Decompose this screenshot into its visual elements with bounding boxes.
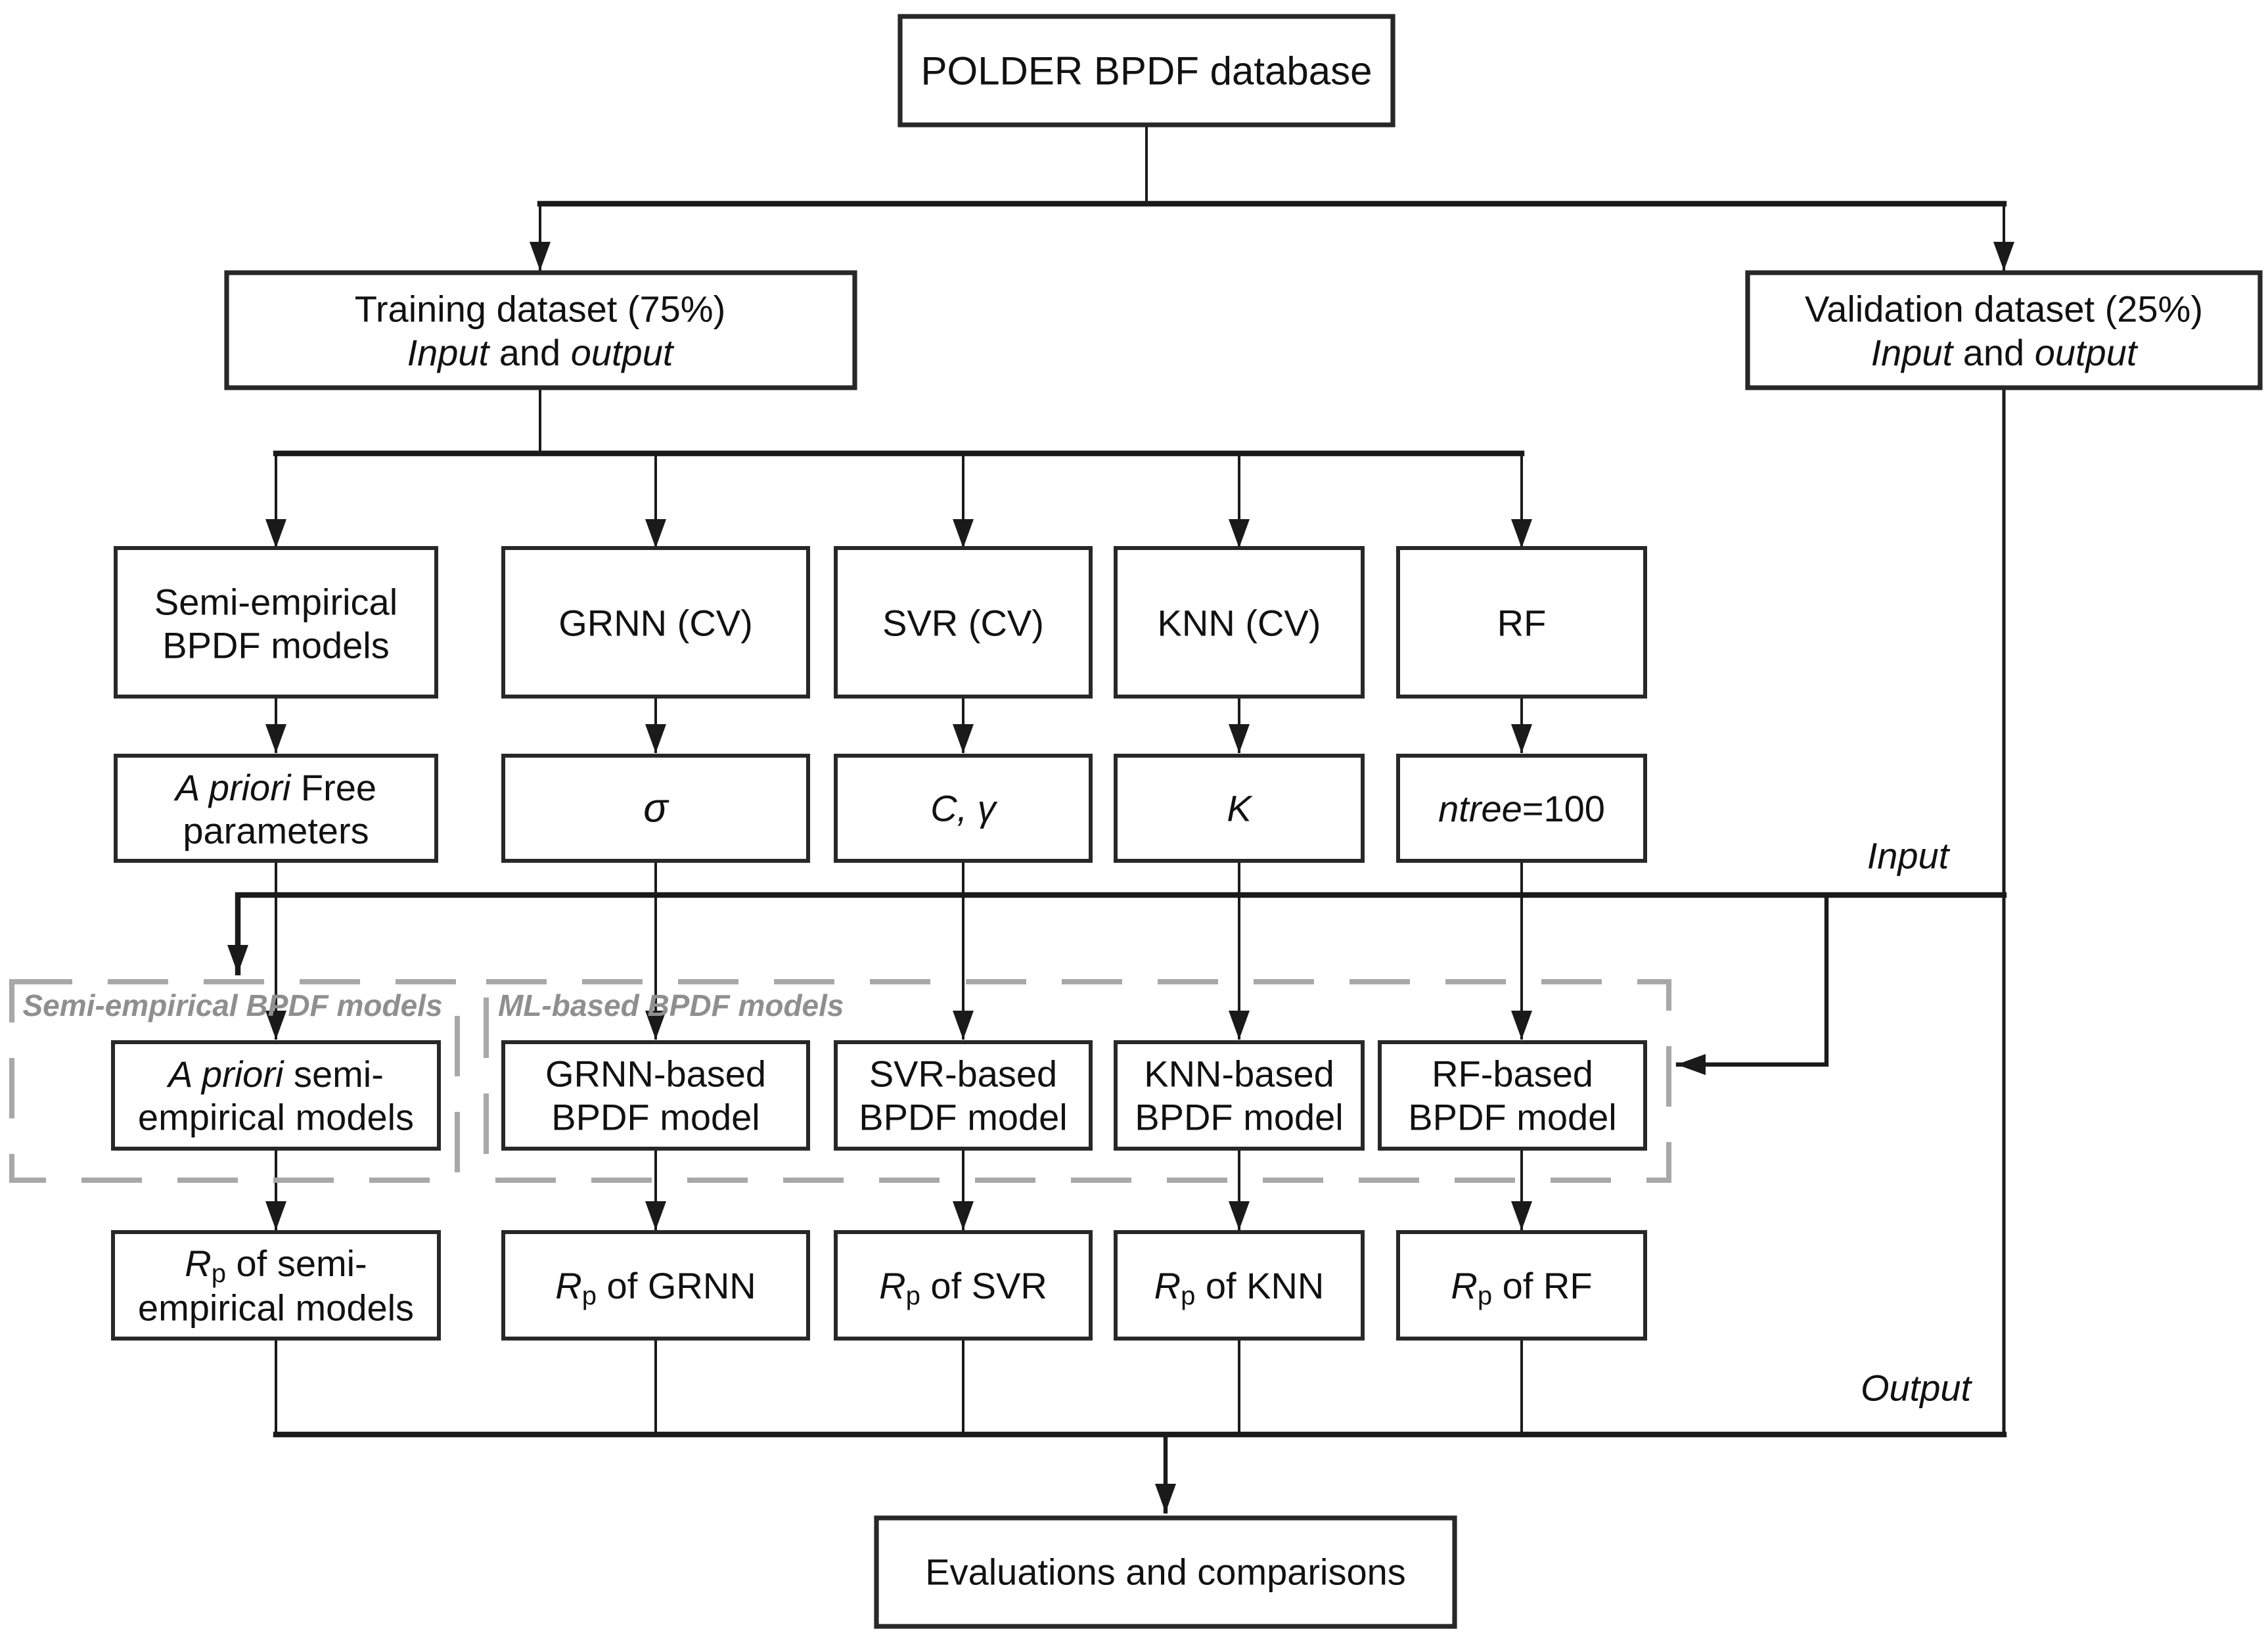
training-dataset-box (224, 270, 857, 390)
knn-param-label: K (1227, 788, 1253, 829)
knn-model-box (1114, 1040, 1365, 1151)
knn-model-line1: KNN-based (1144, 1053, 1334, 1095)
semi-empirical-model-box (111, 1040, 441, 1151)
semi-empirical-model-line1: A priori semi- (166, 1053, 384, 1095)
flowchart-nodes: POLDER BPDF database Training dataset (7… (111, 14, 2263, 1629)
rp-svr-box (834, 1230, 1093, 1341)
semi-empirical-method-line2: BPDF models (162, 625, 389, 666)
semi-empirical-method-box (114, 546, 438, 699)
rp-semi-empirical-box (111, 1230, 441, 1341)
semi-empirical-params-box (114, 754, 438, 863)
validation-dataset-line1: Validation dataset (25%) (1805, 288, 2203, 330)
validation-dataset-line2: Input and output (1871, 332, 2139, 373)
knn-method-label: KNN (CV) (1158, 603, 1321, 644)
semi-empirical-group-label: Semi-empirical BPDF models (22, 988, 442, 1022)
database-box-label: POLDER BPDF database (921, 49, 1372, 93)
rf-model-line1: RF-based (1432, 1053, 1593, 1095)
grnn-method-label: GRNN (CV) (558, 603, 753, 644)
group-containers: Semi-empirical BPDF models ML-based BPDF… (9, 979, 1671, 1183)
svr-model-line2: BPDF model (859, 1097, 1067, 1138)
arrow-input-to-ml-models (1675, 892, 1829, 1075)
evaluations-box-label: Evaluations and comparisons (925, 1551, 1406, 1593)
rp-svr-label: Rp of SVR (879, 1265, 1047, 1311)
grnn-method-box (501, 546, 810, 699)
validation-dataset-box (1745, 270, 2263, 390)
semi-empirical-group-box (9, 979, 460, 1183)
knn-param-box (1114, 754, 1365, 863)
rf-method-box (1396, 546, 1647, 699)
svr-model-box (834, 1040, 1093, 1151)
semi-empirical-method-line1: Semi-empirical (154, 582, 397, 623)
svr-param-box (834, 754, 1093, 863)
grnn-param-box (501, 754, 810, 863)
svr-param-label: C, γ (930, 788, 998, 829)
rf-model-line2: BPDF model (1408, 1097, 1616, 1138)
rp-semi-empirical-line1: Rp of semi- (185, 1243, 367, 1289)
semi-empirical-model-line2: empirical models (138, 1097, 414, 1138)
evaluations-box (874, 1515, 1457, 1629)
rp-knn-label: Rp of KNN (1154, 1265, 1325, 1311)
training-dataset-line1: Training dataset (75%) (355, 288, 725, 330)
rf-param-box (1396, 754, 1647, 863)
grnn-model-box (501, 1040, 810, 1151)
grnn-model-line2: BPDF model (551, 1097, 760, 1138)
rf-method-label: RF (1497, 603, 1547, 644)
rp-grnn-label: Rp of GRNN (555, 1265, 756, 1311)
rp-semi-empirical-line2: empirical models (138, 1287, 414, 1329)
rp-knn-box (1114, 1230, 1365, 1341)
rf-model-box (1378, 1040, 1647, 1151)
input-flow-label: Input (1867, 835, 1951, 877)
output-flow-label: Output (1861, 1367, 1973, 1409)
semi-empirical-params-line1: A priori Free (173, 767, 376, 808)
grnn-model-line1: GRNN-based (545, 1053, 766, 1095)
ml-based-group-label: ML-based BPDF models (498, 988, 844, 1022)
knn-method-box (1114, 546, 1365, 699)
rp-grnn-box (501, 1230, 810, 1341)
input-line (227, 892, 2007, 976)
rf-param-label: ntree=100 (1438, 788, 1605, 829)
semi-empirical-params-line2: parameters (183, 810, 369, 852)
ml-based-group-box (484, 979, 1671, 1183)
svr-method-label: SVR (CV) (882, 603, 1044, 644)
grnn-param-label: σ (643, 786, 669, 831)
connector-lines (227, 124, 2014, 1514)
database-box (897, 14, 1395, 127)
rp-rf-label: Rp of RF (1451, 1265, 1592, 1311)
rp-rf-box (1396, 1230, 1647, 1341)
training-dataset-line2: Input and output (407, 332, 675, 373)
svr-method-box (834, 546, 1093, 699)
svr-model-line1: SVR-based (869, 1053, 1057, 1095)
knn-model-line2: BPDF model (1135, 1097, 1343, 1138)
